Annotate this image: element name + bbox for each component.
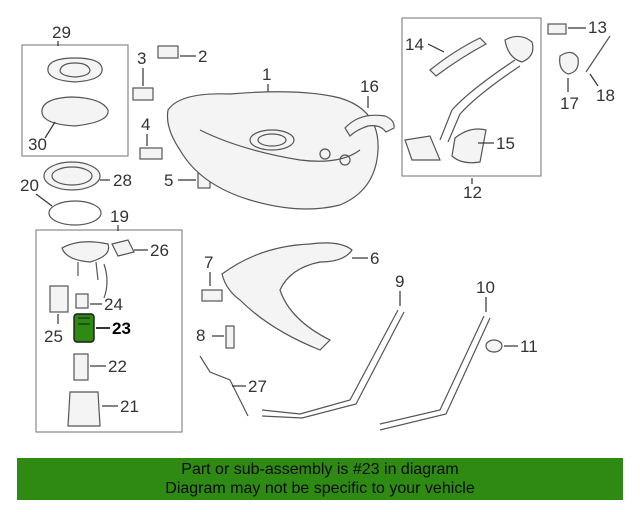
bracket-15 bbox=[451, 128, 487, 164]
reservoir-21 bbox=[67, 391, 101, 427]
bolt-8 bbox=[225, 325, 235, 349]
hose-14 bbox=[429, 37, 487, 77]
strap-10 bbox=[379, 315, 485, 425]
part-2 bbox=[157, 45, 179, 59]
banner-line-1: Part or sub-assembly is #23 in diagram bbox=[181, 461, 459, 478]
callout-24: 24 bbox=[104, 295, 123, 314]
callout-25: 25 bbox=[44, 327, 63, 346]
part-4 bbox=[139, 147, 163, 160]
callout-13: 13 bbox=[588, 18, 607, 37]
callout-12: 12 bbox=[463, 183, 482, 202]
part-26 bbox=[111, 239, 135, 257]
rod-18 bbox=[585, 35, 611, 73]
callout-8: 8 bbox=[196, 326, 205, 345]
callout-29: 29 bbox=[52, 23, 71, 42]
seal-ring-30 bbox=[41, 96, 109, 127]
callout-21: 21 bbox=[120, 397, 139, 416]
oring-20 bbox=[48, 200, 102, 226]
callout-6: 6 bbox=[370, 249, 379, 268]
group-box-12 bbox=[401, 17, 542, 177]
pump-flange bbox=[61, 241, 110, 263]
info-banner: Part or sub-assembly is #23 in diagram D… bbox=[17, 458, 623, 500]
heat-shield-6 bbox=[221, 242, 353, 351]
part-25 bbox=[49, 285, 69, 313]
strap-9 bbox=[261, 309, 399, 415]
callout-10: 10 bbox=[476, 278, 495, 297]
filler-valve bbox=[404, 135, 441, 161]
part-17 bbox=[559, 51, 579, 75]
callout-3: 3 bbox=[137, 49, 146, 68]
part-7 bbox=[201, 289, 223, 302]
group-box-29 bbox=[21, 44, 129, 157]
callout-4: 4 bbox=[141, 115, 150, 134]
callout-27: 27 bbox=[248, 377, 267, 396]
part-23-highlighted bbox=[73, 313, 95, 343]
banner-line-2: Diagram may not be specific to your vehi… bbox=[165, 480, 475, 497]
callout-28: 28 bbox=[113, 171, 132, 190]
harness-27 bbox=[199, 355, 249, 417]
gasket-29 bbox=[47, 57, 103, 83]
callout-16: 16 bbox=[360, 77, 379, 96]
filler-neck-cap bbox=[504, 35, 534, 63]
callout-14: 14 bbox=[405, 35, 424, 54]
callout-20: 20 bbox=[20, 176, 39, 195]
part-24 bbox=[75, 293, 89, 309]
callout-19: 19 bbox=[110, 207, 129, 226]
hose-16 bbox=[344, 114, 395, 137]
callout-18: 18 bbox=[596, 86, 615, 105]
callout-22: 22 bbox=[108, 357, 127, 376]
group-box-19 bbox=[35, 229, 183, 433]
callout-26: 26 bbox=[150, 241, 169, 260]
part-3 bbox=[132, 87, 154, 101]
part-11 bbox=[485, 339, 503, 353]
callout-30: 30 bbox=[28, 135, 47, 154]
callout-11: 11 bbox=[520, 337, 538, 356]
callout-1: 1 bbox=[262, 65, 271, 84]
callout-17: 17 bbox=[560, 94, 579, 113]
callout-9: 9 bbox=[395, 272, 404, 291]
callout-5: 5 bbox=[164, 171, 173, 190]
callout-23: 23 bbox=[112, 319, 131, 338]
part-13 bbox=[547, 23, 567, 35]
callout-2: 2 bbox=[198, 47, 207, 66]
callout-15: 15 bbox=[496, 134, 515, 153]
callout-7: 7 bbox=[204, 253, 213, 272]
part-22 bbox=[73, 353, 89, 381]
